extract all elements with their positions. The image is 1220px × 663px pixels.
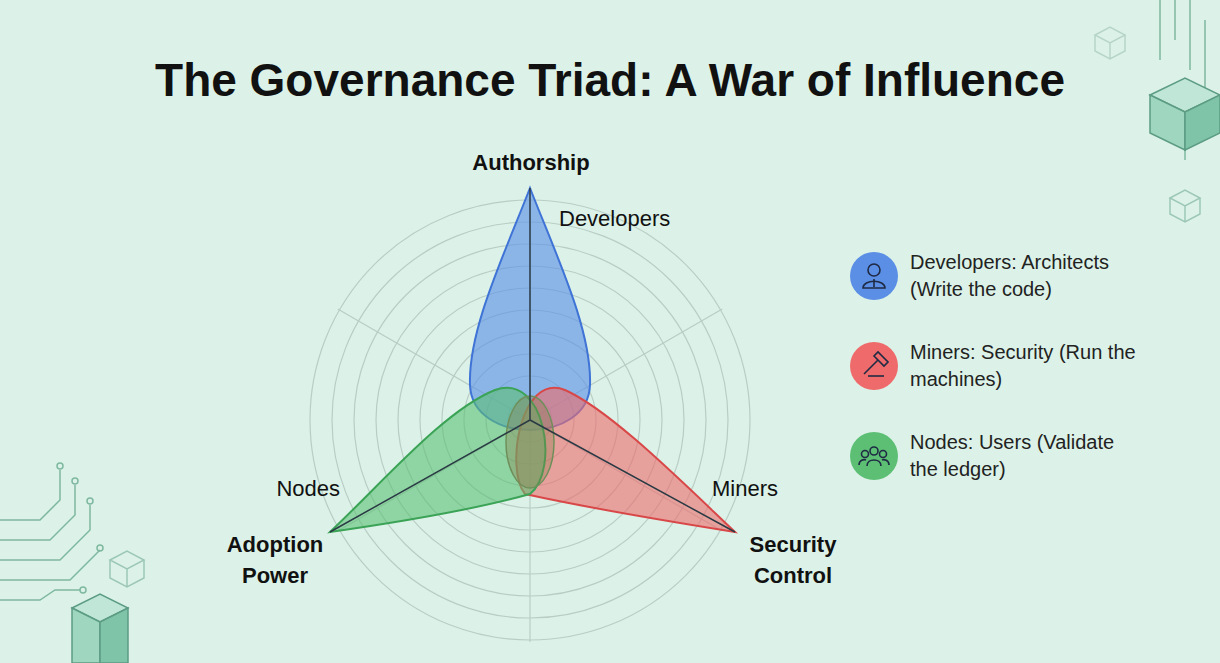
axis-label: Authorship: [472, 149, 589, 177]
decoration: [0, 0, 1205, 600]
legend-icon: [859, 264, 889, 466]
legend-text: Developers: Architects (Write the code): [910, 249, 1145, 303]
legend-swatch: [850, 432, 898, 480]
axis-line: [330, 188, 735, 532]
cube-decoration: [72, 27, 1220, 663]
axis-label: Developers: [559, 205, 670, 233]
legend-swatch: [850, 252, 898, 300]
axis-label: Adoption Power: [215, 530, 335, 592]
axis-label: Security Control: [733, 530, 853, 592]
axis-label: Miners: [712, 475, 778, 503]
legend-swatch: [850, 342, 898, 390]
legend-text: Nodes: Users (Validate the ledger): [910, 429, 1145, 483]
axis-label: Nodes: [276, 475, 340, 503]
legend-text: Miners: Security (Run the machines): [910, 339, 1145, 393]
title: The Governance Triad: A War of Influence: [155, 52, 1065, 110]
